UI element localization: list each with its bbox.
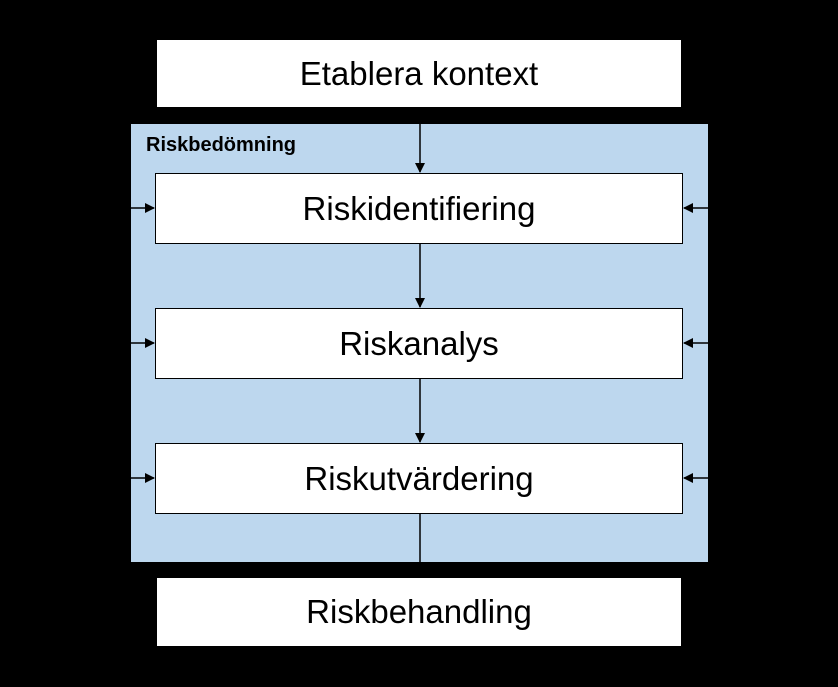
step-riskanalys: Riskanalys <box>155 308 683 379</box>
step-riskbehandling-label: Riskbehandling <box>306 593 532 630</box>
step-riskutvardering-label: Riskutvärdering <box>304 459 534 497</box>
step-etablera-kontext-label: Etablera kontext <box>299 54 539 92</box>
step-riskanalys-label: Riskanalys <box>339 324 499 362</box>
step-riskidentifiering: Riskidentifiering <box>155 173 683 244</box>
step-riskidentifiering-label: Riskidentifiering <box>302 189 536 227</box>
riskbedomning-panel-label: Riskbedömning <box>146 134 297 156</box>
step-riskbehandling: Riskbehandling <box>157 578 681 646</box>
step-etablera-kontext: Etablera kontext <box>157 40 681 107</box>
step-riskutvardering: Riskutvärdering <box>155 443 683 514</box>
